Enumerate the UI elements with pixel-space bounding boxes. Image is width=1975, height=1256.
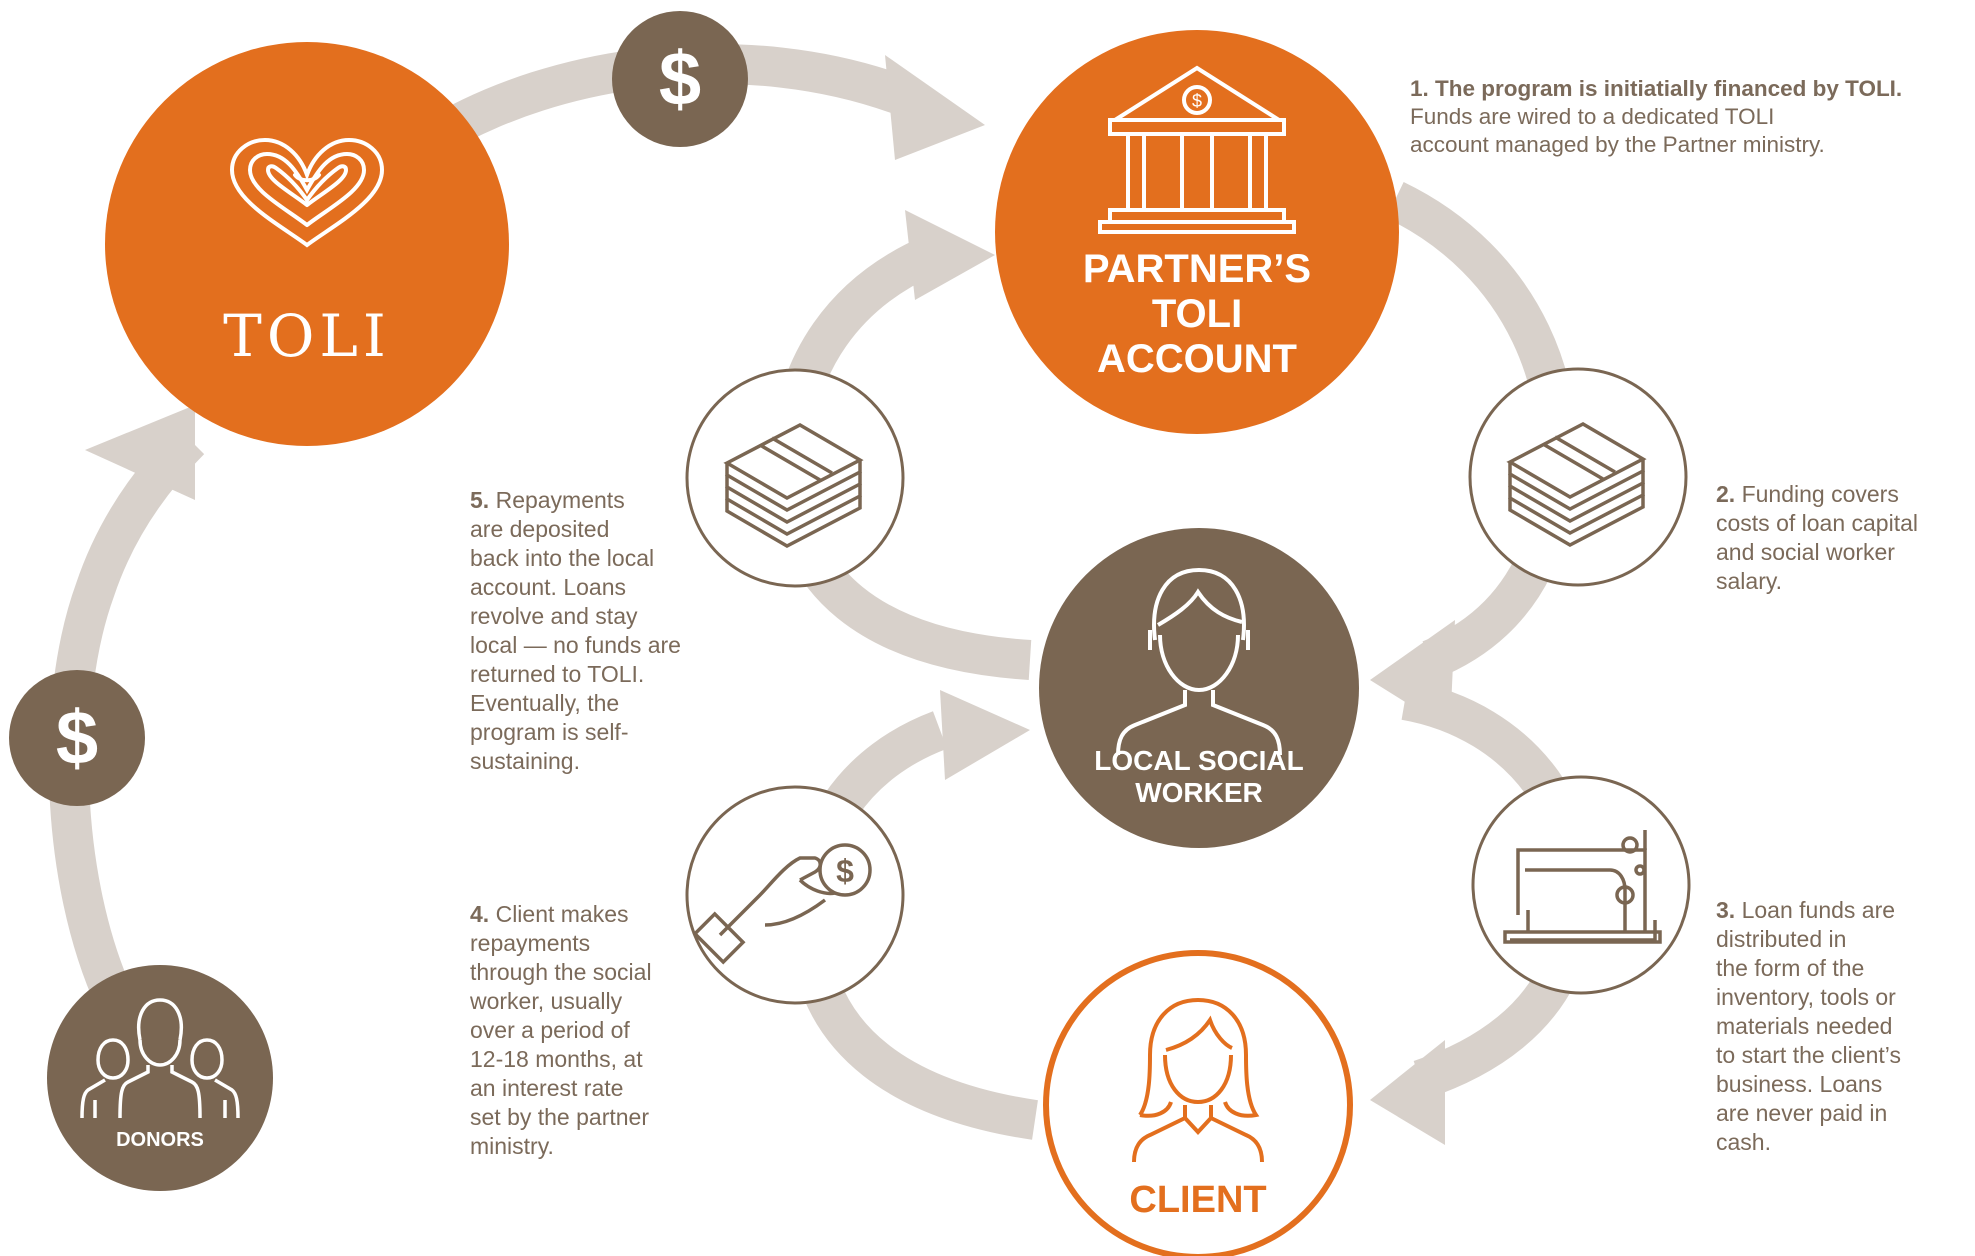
person-icon [1116, 567, 1282, 756]
step-1-number: 1. [1410, 76, 1429, 101]
dollar-badge-top: $ [612, 11, 748, 147]
arrowhead-partner-lower [905, 210, 995, 300]
dollar-sign-top: $ [659, 37, 701, 122]
partner-label-line-1: PARTNER’S [1083, 247, 1311, 291]
step-1-body: Funds are wired to a dedicated TOLI acco… [1410, 104, 1825, 157]
step-1-lead: The program is initiatially financed by … [1428, 76, 1903, 101]
client-label: CLIENT [1129, 1179, 1266, 1221]
step-1-block: 1. The program is initiatially financed … [1410, 76, 1903, 157]
arrow-heads [85, 55, 1455, 1145]
sewing-machine-icon [1503, 830, 1662, 944]
hand-coin-icon: $ [692, 843, 872, 965]
hand-coin-node: $ [685, 785, 905, 1005]
worker-label-line-2: WORKER [1135, 777, 1263, 808]
bank-building-icon: $ [1098, 65, 1296, 234]
arrowhead-toli [85, 405, 195, 500]
step-3-body: Loan funds are distributed in the form o… [1716, 897, 1901, 1155]
dollar-sign-left: $ [56, 696, 98, 781]
svg-text:$: $ [1192, 91, 1202, 111]
donors-label: DONORS [116, 1129, 204, 1151]
step-5-body: Repayments are deposited back into the l… [470, 487, 681, 774]
money-stack-icon [1506, 422, 1647, 547]
money-stack-icon [723, 423, 864, 548]
money-stack-node-right [1468, 367, 1688, 587]
step-4-block: 4. Client makes repayments through the s… [470, 901, 652, 1159]
step-2-body: Funding covers costs of loan capital and… [1716, 481, 1919, 594]
partner-node: $ PARTNER’S TOLI ACCOUNT [995, 30, 1399, 434]
step-5-number: 5. [470, 487, 490, 513]
step-3-number: 3. [1716, 897, 1736, 923]
sewing-machine-node [1471, 775, 1691, 995]
client-node: CLIENT [1043, 950, 1353, 1256]
step-2-number: 2. [1716, 481, 1736, 507]
toli-node: TOLI [105, 42, 509, 446]
step-4-number: 4. [470, 901, 490, 927]
partner-label-line-3: ACCOUNT [1097, 337, 1297, 381]
woman-icon [1132, 997, 1264, 1163]
step-5-block: 5. Repayments are deposited back into th… [470, 487, 681, 774]
arrowhead-worker-lower [940, 690, 1030, 780]
worker-node: LOCAL SOCIAL WORKER [1039, 528, 1359, 848]
dollar-badge-left: $ [9, 670, 145, 806]
step-3-block: 3. Loan funds are distributed in the for… [1716, 897, 1901, 1155]
step-2-block: 2. Funding covers costs of loan capital … [1716, 481, 1919, 594]
money-stack-node-left [685, 368, 905, 588]
group-icon [80, 998, 240, 1119]
step-4-body: Client makes repayments through the soci… [470, 901, 652, 1159]
worker-label-line-1: LOCAL SOCIAL [1094, 745, 1303, 776]
donors-node: DONORS [47, 965, 273, 1191]
arrowhead-partner [885, 55, 985, 160]
svg-text:$: $ [836, 853, 854, 889]
partner-label-line-2: TOLI [1152, 292, 1242, 336]
arrow-donors-to-toli [48, 425, 205, 1009]
arrowhead-worker-upper [1370, 620, 1455, 730]
fingerprint-heart-icon [229, 137, 385, 248]
toli-label: TOLI [223, 302, 391, 370]
arrowhead-client [1370, 1040, 1445, 1145]
